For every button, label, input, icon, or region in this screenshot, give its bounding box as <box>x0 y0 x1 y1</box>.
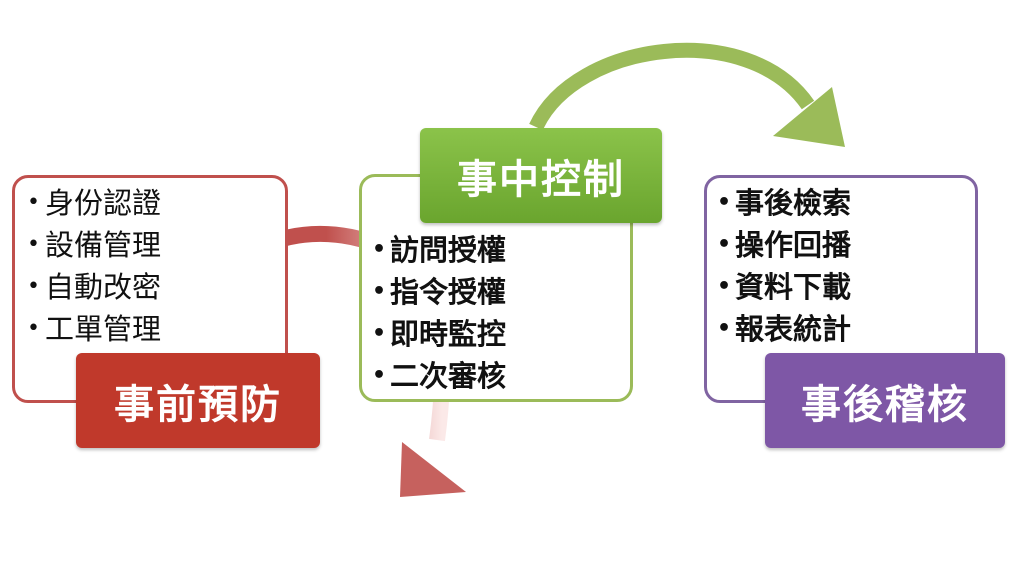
green-curved-arrow <box>529 42 815 131</box>
phase-post-title: 事後稽核 <box>765 353 1005 448</box>
phase-post-item: 報表統計 <box>717 308 975 350</box>
phase-post-item: 事後檢索 <box>717 182 975 224</box>
phase-mid-item: 二次審核 <box>372 355 630 397</box>
phase-pre-item: 工單管理 <box>27 308 285 350</box>
phase-pre-item: 自動改密 <box>27 266 285 308</box>
phase-mid-item: 指令授權 <box>372 271 630 313</box>
phase-post-item: 操作回播 <box>717 224 975 266</box>
green-arrowhead-icon <box>773 87 845 147</box>
phase-mid-item: 即時監控 <box>372 313 630 355</box>
phase-mid-title: 事中控制 <box>420 128 662 223</box>
red-arrowhead-icon <box>400 442 466 497</box>
phase-pre-title: 事前預防 <box>76 353 320 448</box>
phase-pre-item: 設備管理 <box>27 224 285 266</box>
phase-pre-item: 身份認證 <box>27 182 285 224</box>
phase-mid-item: 訪問授權 <box>372 229 630 271</box>
phase-post-item: 資料下載 <box>717 266 975 308</box>
